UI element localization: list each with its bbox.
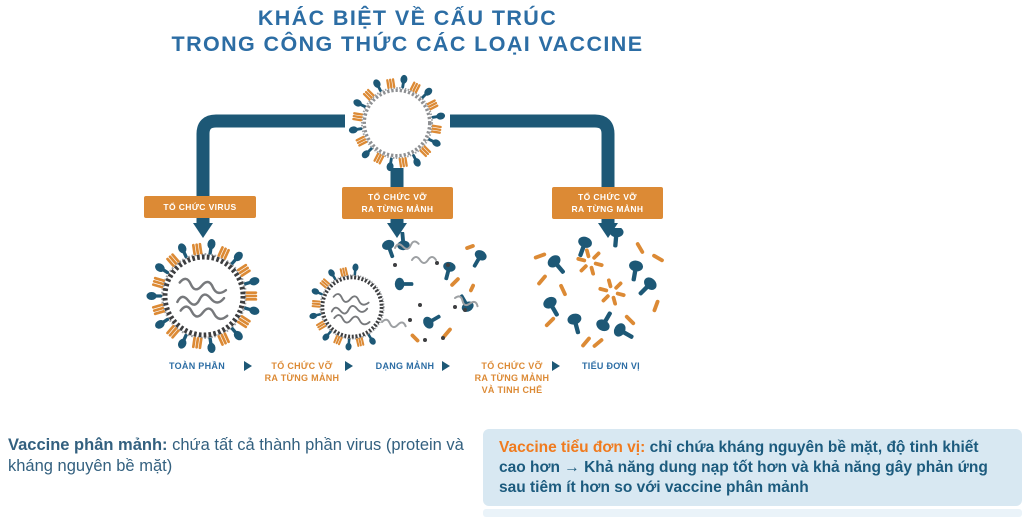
note-split-vaccine: Vaccine phân mảnh: chứa tất cả thành phầ… — [8, 435, 474, 477]
note-lead: Vaccine tiểu đơn vị: — [499, 439, 646, 456]
arrow-right-icon — [244, 361, 252, 371]
flow-stage-subunit: TIỂU ĐƠN VỊ — [566, 360, 656, 372]
flow-label: TOÀN PHẦN — [168, 361, 226, 371]
title-line-2: TRONG CÔNG THỨC CÁC LOẠI VACCINE — [171, 32, 644, 56]
flow-stage-whole-virion: TOÀN PHẦN — [153, 360, 241, 372]
note-body: chỉ chứa kháng nguyên bề mặt, độ tinh kh… — [499, 439, 988, 496]
process-box-virus-assembly: TỔ CHỨC VIRUS — [144, 196, 256, 218]
process-box-split-right: TỔ CHỨC VỠ RA TỪNG MẢNH — [552, 187, 663, 219]
flow-process-split-purify: TỔ CHỨC VỠ RA TỪNG MẢNH VÀ TINH CHẾ — [462, 360, 562, 396]
panel-bottom-strip — [483, 509, 1022, 517]
flow-label: TIỂU ĐƠN VỊ — [582, 361, 640, 371]
process-box-label: RA TỪNG MẢNH — [571, 204, 644, 214]
process-box-label: TỔ CHỨC VIRUS — [163, 202, 237, 212]
arrow-right-icon — [552, 361, 560, 371]
flow-label: VÀ TINH CHẾ — [481, 385, 543, 395]
process-box-label: TỔ CHỨC VỠ — [368, 192, 427, 202]
virus-fragments-icon — [370, 232, 570, 367]
arrow-down-icon — [598, 223, 618, 238]
flow-label: RA TỪNG MẢNH — [264, 373, 340, 383]
note-body: chứa tất cả thành phần virus (protein và… — [8, 436, 464, 475]
connector-right — [450, 114, 615, 223]
arrow-down-icon — [193, 223, 213, 238]
subunit-icon — [528, 228, 703, 358]
split-virus-icon — [308, 263, 396, 351]
process-box-split: TỔ CHỨC VỠ RA TỪNG MẢNH — [342, 187, 453, 219]
flow-process-split: TỔ CHỨC VỠ RA TỪNG MẢNH — [258, 360, 346, 384]
process-box-label: RA TỪNG MẢNH — [361, 204, 434, 214]
note-lead: Vaccine phân mảnh: — [8, 436, 168, 454]
page-title: KHÁC BIỆT VỀ CẤU TRÚC TRONG CÔNG THỨC CÁ… — [0, 5, 815, 57]
note-subunit-vaccine-panel: Vaccine tiểu đơn vị: chỉ chứa kháng nguy… — [483, 429, 1022, 506]
connector-left — [196, 114, 345, 223]
flow-label: TỔ CHỨC VỠ — [271, 361, 333, 371]
arrow-right-icon — [442, 361, 450, 371]
whole-virus-icon — [347, 73, 447, 173]
process-box-label: TỔ CHỨC VỠ — [578, 192, 637, 202]
arrow-right-icon — [345, 361, 353, 371]
flow-label: DẠNG MẢNH — [375, 361, 435, 371]
flow-label: RA TỪNG MẢNH — [474, 373, 550, 383]
whole-virus-icon — [146, 238, 262, 354]
flow-stage-split-virion: DẠNG MẢNH — [361, 360, 449, 372]
arrow-down-icon — [387, 223, 407, 238]
title-line-1: KHÁC BIỆT VỀ CẤU TRÚC — [257, 6, 558, 30]
flow-label: TỔ CHỨC VỠ — [481, 361, 543, 371]
